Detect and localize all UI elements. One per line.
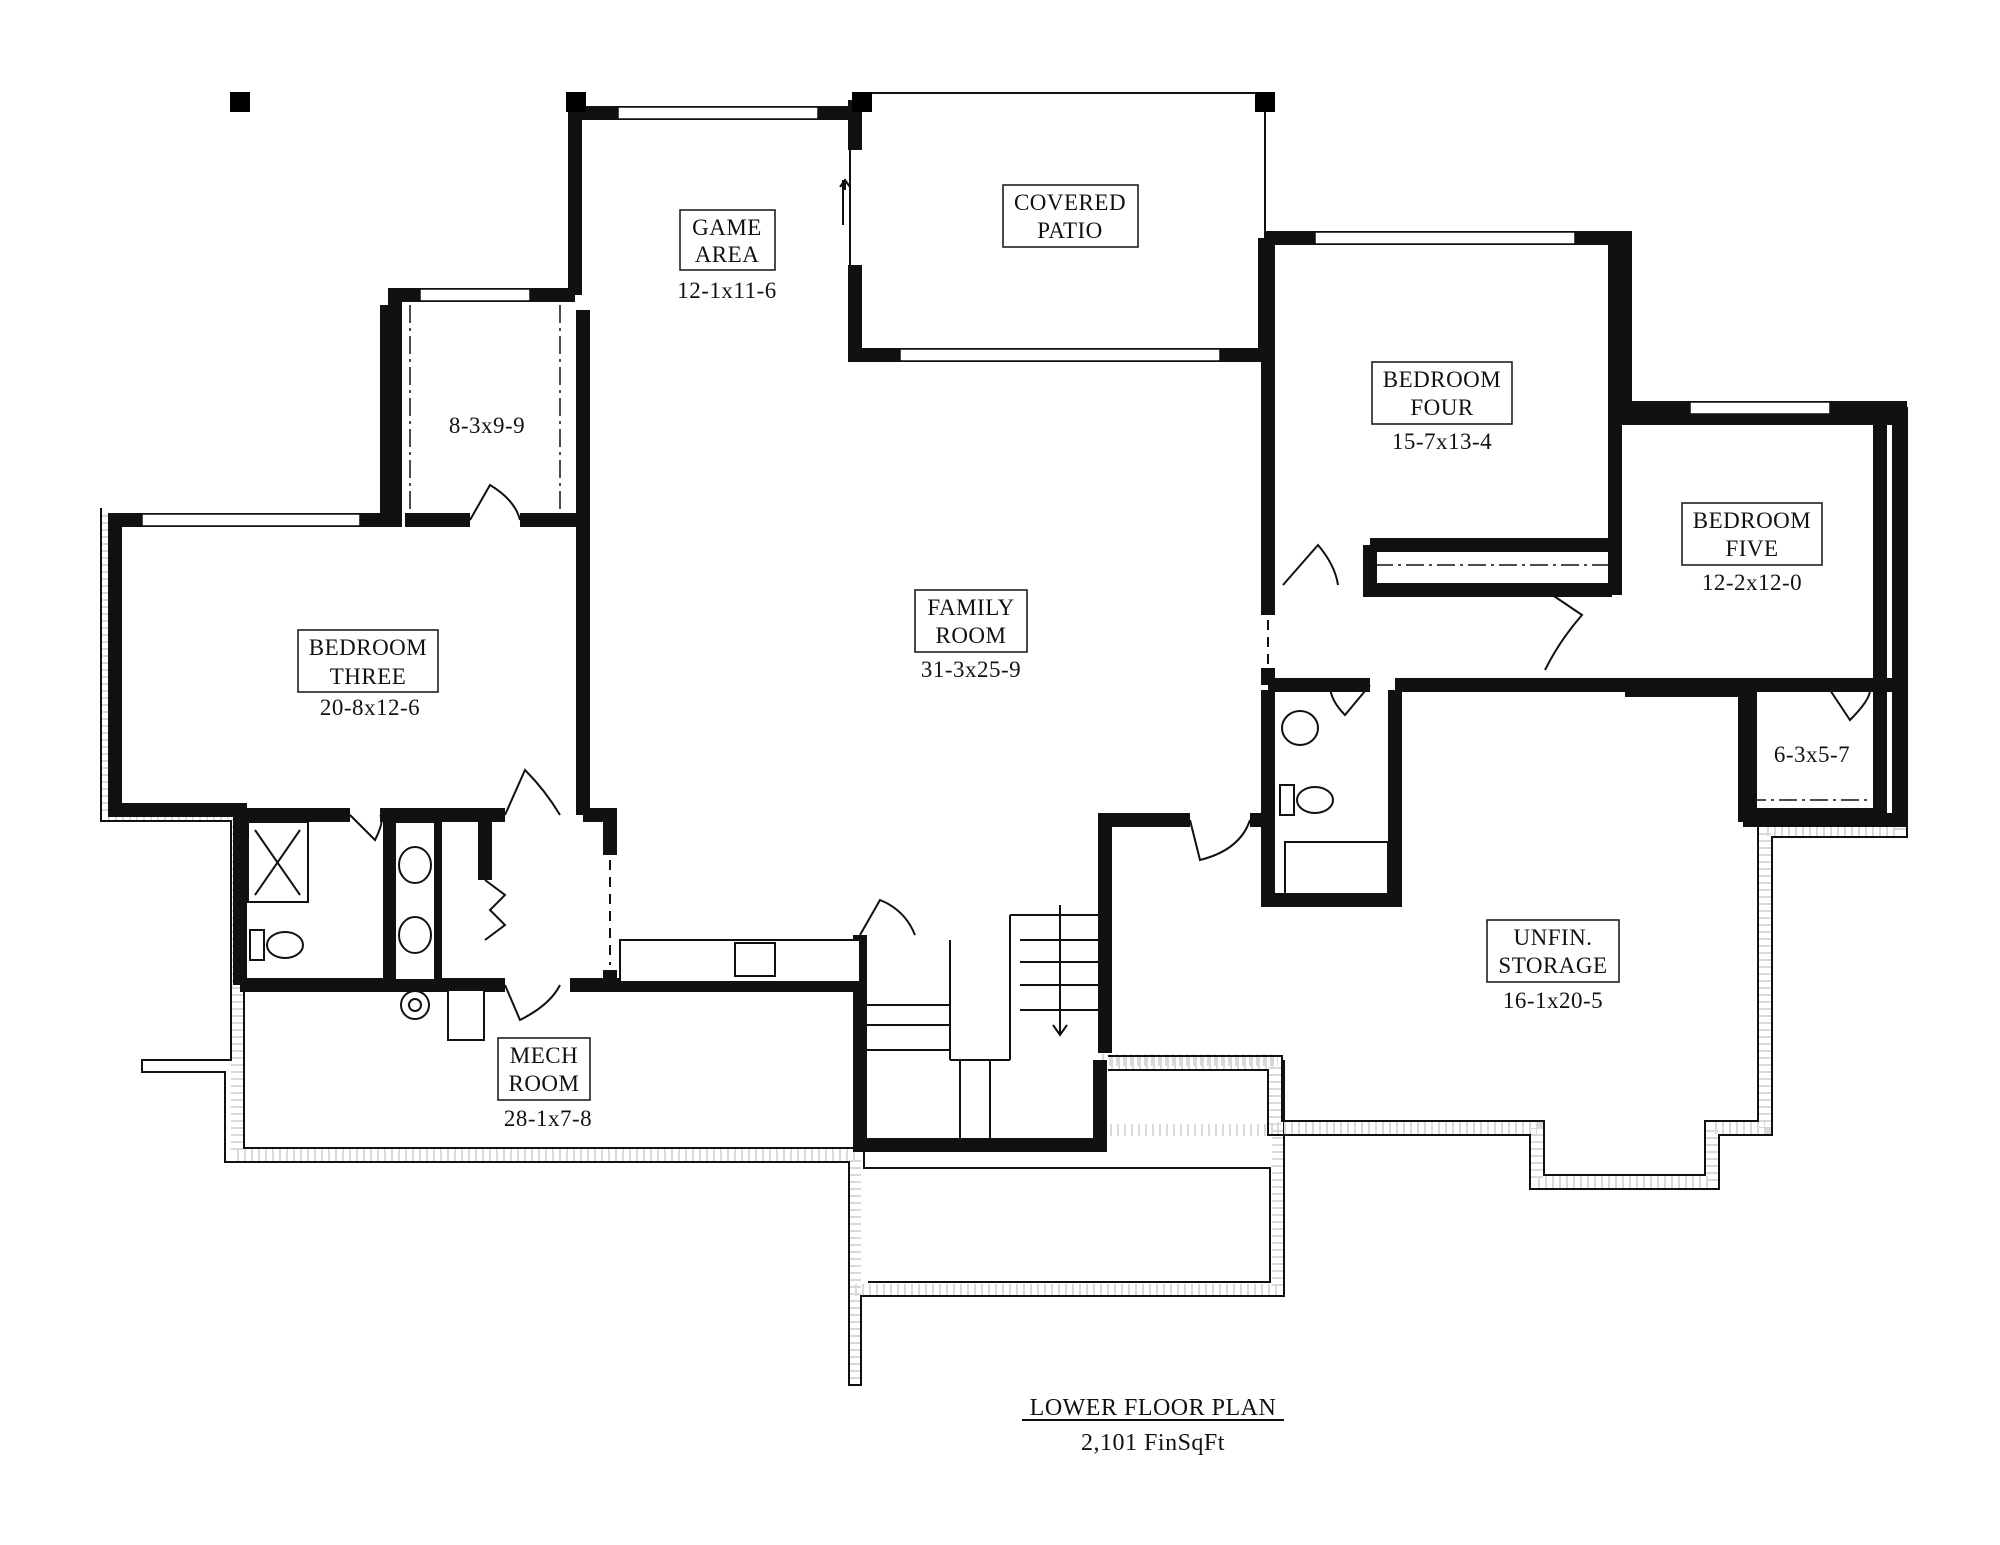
unfin-storage-dims: 16-1x20-5	[1503, 988, 1603, 1013]
vanity	[394, 821, 436, 981]
bedroom-three-label-box	[297, 629, 439, 693]
unfin-storage-label-box	[1486, 919, 1620, 983]
bar-sink	[734, 942, 776, 977]
closet-bed3-dims: 8-3x9-9	[449, 413, 525, 438]
bedroom-three-name-2: THREE	[330, 664, 407, 689]
room-labels: GAME AREA 12-1x11-6 COVERED PATIO 8-3x9-…	[297, 184, 1850, 1131]
family-room-name-2: ROOM	[935, 623, 1006, 648]
bedroom-five-dims: 12-2x12-0	[1702, 570, 1802, 595]
bedroom-four-label-box	[1371, 361, 1513, 425]
bedroom-three-dims: 20-8x12-6	[320, 695, 420, 720]
game-area-name-1: GAME	[692, 215, 762, 240]
mech-room-label-box	[497, 1037, 591, 1101]
sink-right	[1281, 710, 1319, 746]
plan-subtitle: 2,101 FinSqFt	[1081, 1430, 1225, 1456]
bedroom-four-name-2: FOUR	[1410, 395, 1474, 420]
furnace	[447, 989, 485, 1041]
family-room-dims: 31-3x25-9	[921, 657, 1021, 682]
covered-patio-label-box	[1002, 184, 1139, 248]
post-3	[852, 92, 872, 112]
bedroom-four-name-1: BEDROOM	[1383, 367, 1502, 392]
game-area-dims: 12-1x11-6	[677, 278, 776, 303]
plan-title-block: LOWER FLOOR PLAN 2,101 FinSqFt	[1022, 1395, 1284, 1456]
bedroom-three-name-1: BEDROOM	[309, 635, 428, 660]
covered-patio-name-1: COVERED	[1014, 190, 1126, 215]
bedroom-four-dims: 15-7x13-4	[1392, 429, 1492, 454]
game-area-label-box	[679, 209, 776, 271]
doors	[349, 483, 1871, 1022]
toilet-left	[249, 929, 265, 961]
game-area-name-2: AREA	[695, 242, 760, 267]
windows	[141, 106, 1831, 527]
unfin-storage-name-2: STORAGE	[1498, 953, 1607, 978]
toilet-right	[1279, 784, 1295, 816]
interior-walls	[108, 100, 1907, 1152]
bathtub	[1284, 841, 1389, 895]
post-4	[1255, 92, 1275, 112]
covered-patio-name-2: PATIO	[1037, 218, 1103, 243]
foundation-walls	[100, 407, 1908, 1386]
family-room-label-box	[914, 589, 1028, 653]
bedroom-five-name-1: BEDROOM	[1693, 508, 1812, 533]
post-2	[566, 92, 586, 112]
fixtures	[247, 305, 1870, 1145]
bedroom-five-name-2: FIVE	[1725, 536, 1778, 561]
stairs	[865, 905, 1100, 1145]
covered-patio-outline	[230, 92, 1275, 265]
mech-room-dims: 28-1x7-8	[504, 1106, 592, 1131]
post-1	[230, 92, 250, 112]
plan-title: LOWER FLOOR PLAN	[1030, 1395, 1277, 1421]
closet-bed5-dims: 6-3x5-7	[1774, 742, 1850, 767]
family-room-name-1: FAMILY	[927, 595, 1014, 620]
mech-room-name-2: ROOM	[508, 1071, 579, 1096]
bedroom-five-label-box	[1681, 502, 1823, 566]
mech-room-name-1: MECH	[510, 1043, 578, 1068]
unfin-storage-name-1: UNFIN.	[1513, 925, 1592, 950]
